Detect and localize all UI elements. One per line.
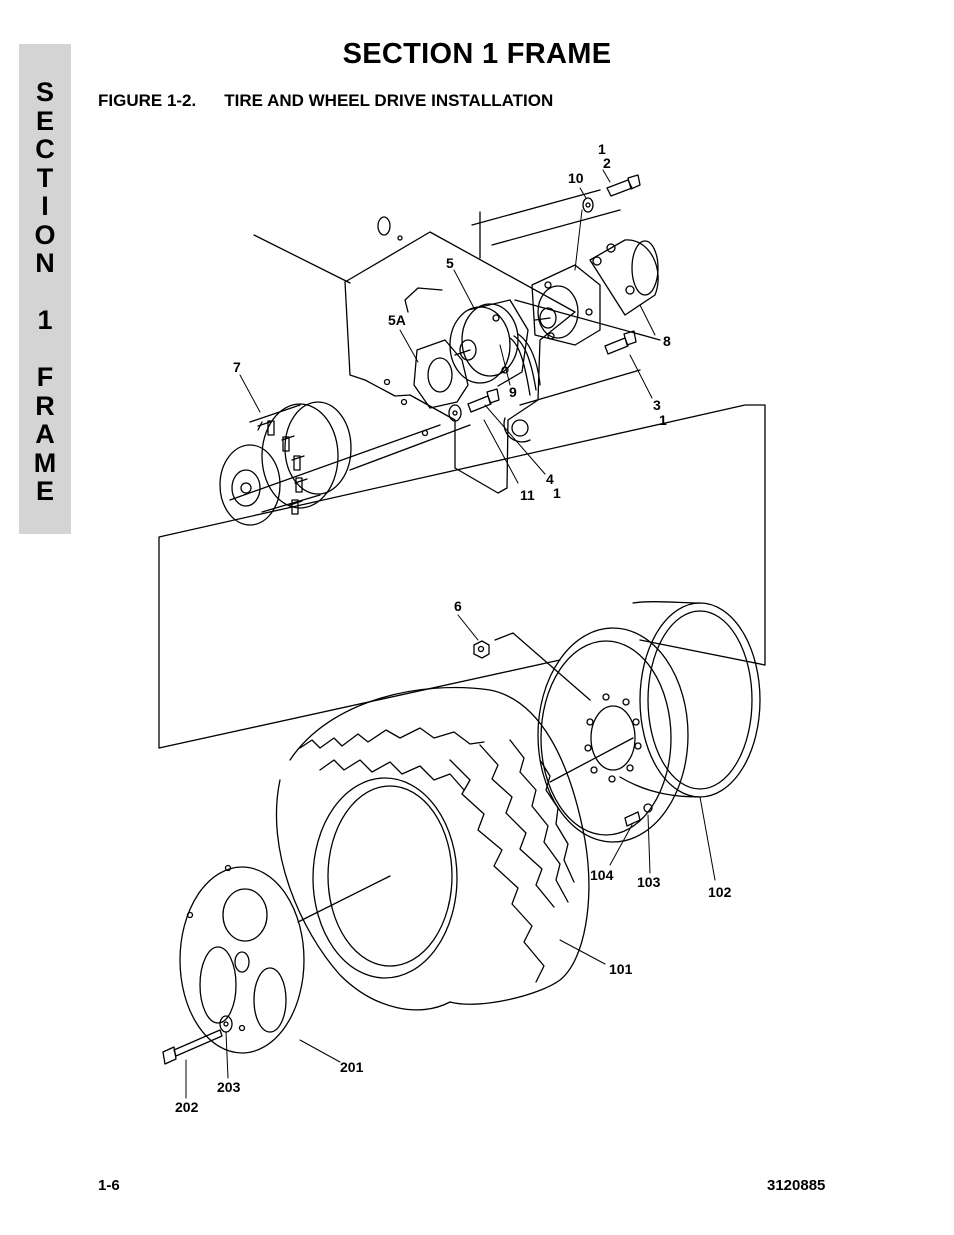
side-tab-letter: N [35,248,55,278]
wheel-cover-disc [179,864,305,1054]
brake-assembly [449,299,541,396]
side-tab-letter: S [35,77,54,107]
callout-203: 203 [217,1079,241,1095]
side-tab-letter: F [36,362,54,392]
callout-104: 104 [590,867,614,883]
callout-11: 11 [520,487,535,503]
callout-202: 202 [175,1099,199,1115]
page-number: 1-6 [98,1177,120,1194]
callout-2: 2 [603,155,611,171]
gasket-5a [413,339,469,409]
callout-5a: 5A [388,312,406,328]
callout-201: 201 [340,1059,364,1075]
side-tab-letter: I [41,191,49,221]
callout-7: 7 [233,359,241,375]
callout-8: 8 [663,333,671,349]
callout-101: 101 [609,961,633,977]
side-tab-letter: E [35,476,54,506]
callout-103: 103 [637,874,661,890]
figure-number: FIGURE 1-2. [98,91,197,110]
wheel-rim [537,601,761,843]
side-tab-letter: T [36,162,54,193]
document-number: 3120885 [767,1177,826,1194]
side-tab-letter: R [35,390,55,421]
side-tab-letter: C [35,134,55,164]
callout-10: 10 [568,170,584,186]
callout-1-top: 1 [598,141,606,157]
figure-caption: TIRE AND WHEEL DRIVE INSTALLATION [224,91,554,110]
page-title: SECTION 1 FRAME [342,38,612,70]
assembly-guide-lines [158,404,766,749]
figure-title: FIGURE 1-2. TIRE AND WHEEL DRIVE INSTALLA… [98,91,553,111]
callout-5: 5 [446,255,454,271]
callout-9: 9 [509,384,517,400]
capscrew-3 [604,330,637,355]
callout-3: 3 [653,397,661,413]
callout-102: 102 [708,884,732,900]
side-tab-letter: E [35,105,54,136]
drive-motor [531,239,659,346]
frame-mounting-plate [253,189,661,494]
side-tab-letter: M [33,447,57,478]
callout-4: 4 [546,471,554,487]
side-tab-letter: 1 [37,305,53,335]
capscrew-4 [448,388,500,422]
callout-6: 6 [454,598,462,614]
callout-leader-lines [185,169,716,1099]
side-tab-letter: O [34,219,56,250]
wheel-hub [219,401,352,526]
bolt-202 [162,1015,233,1065]
lug-nut-6 [473,632,591,701]
callout-1-bottom: 1 [553,485,561,501]
side-tab-letter: A [35,419,55,449]
capscrew-2 [582,174,641,213]
tire [275,686,590,1011]
callout-1-right: 1 [659,412,667,428]
